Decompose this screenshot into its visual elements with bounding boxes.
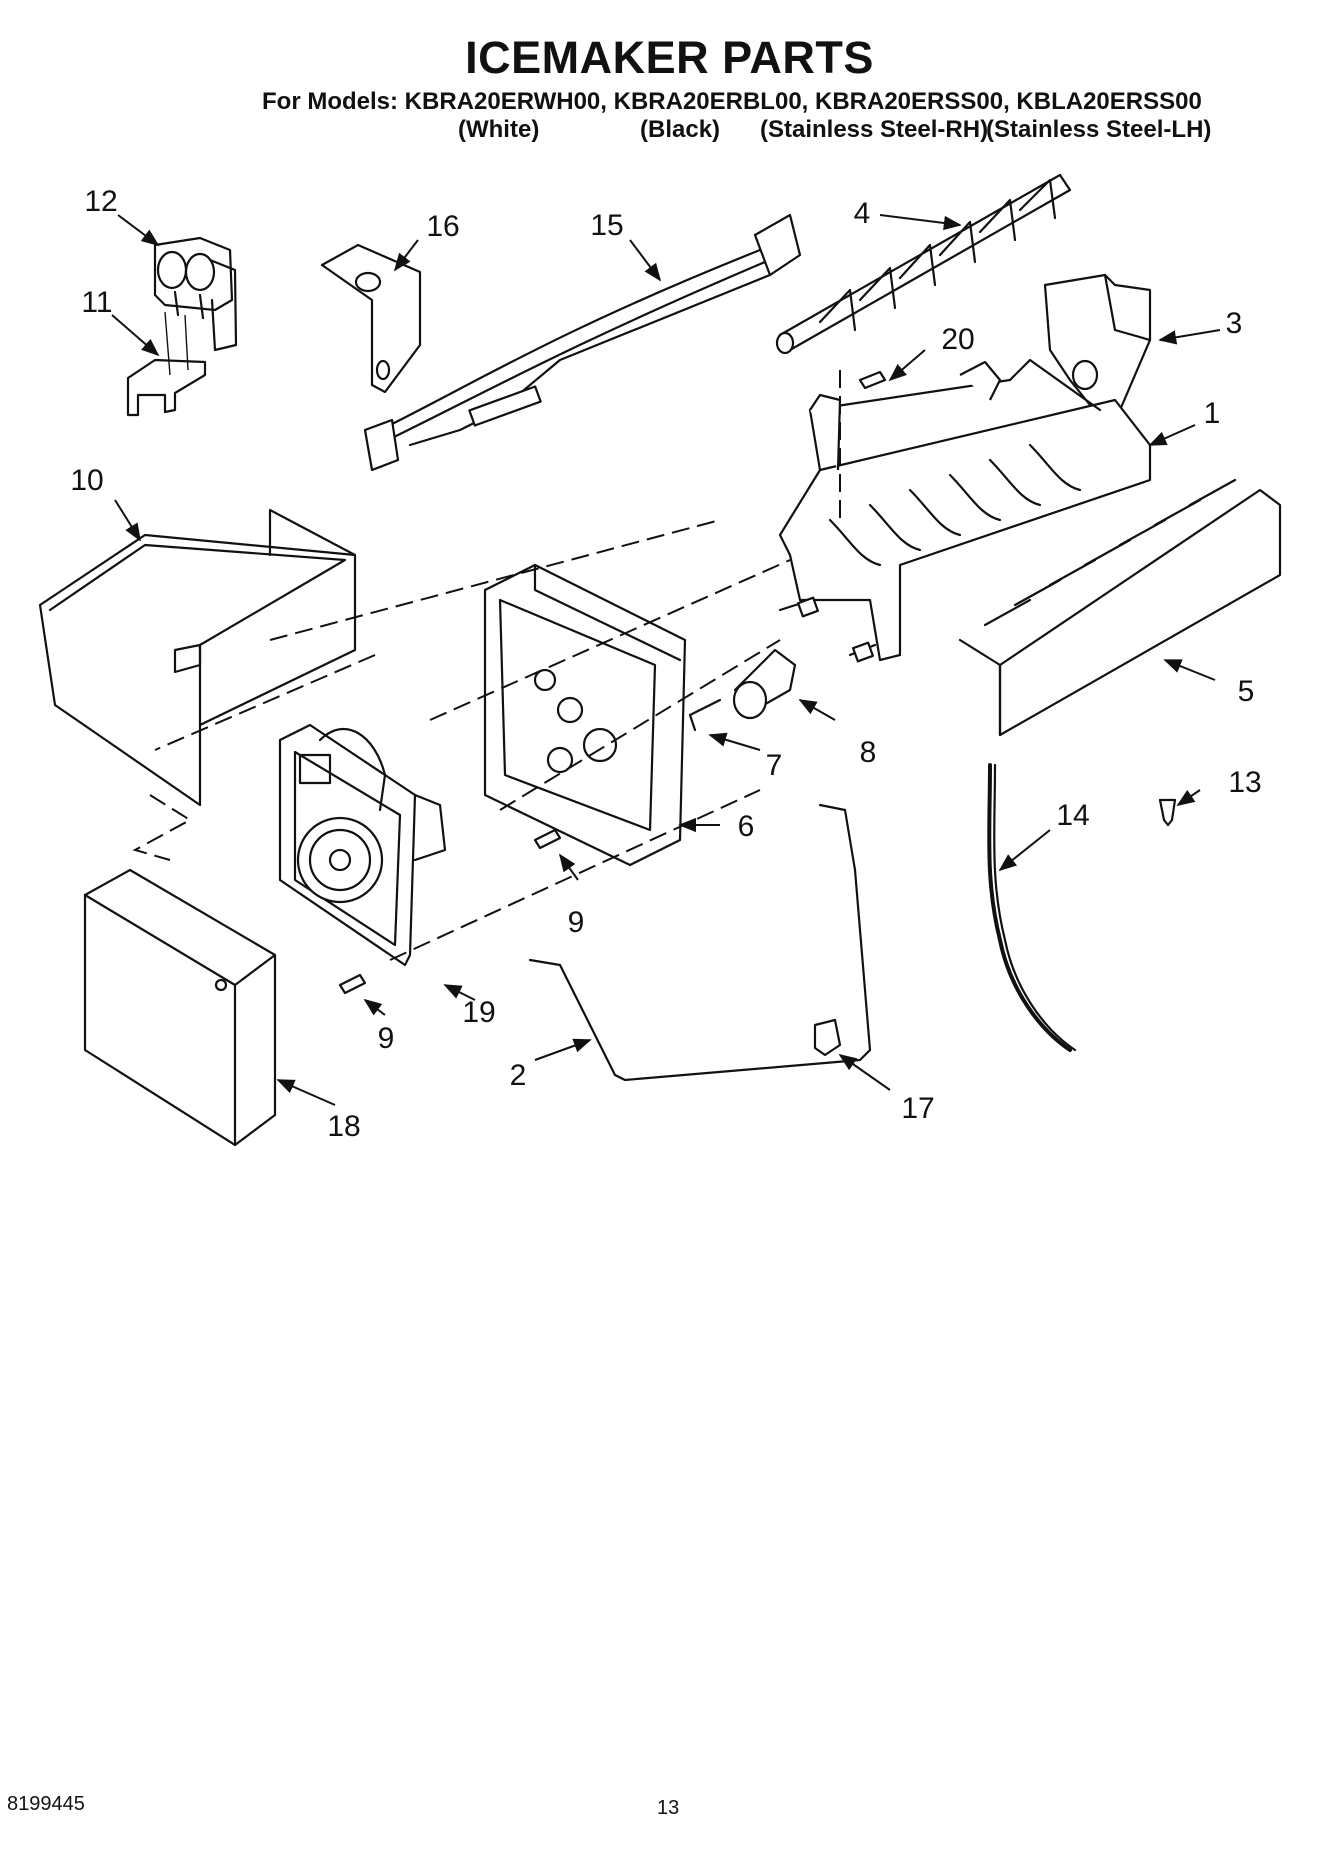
callout-20: 20 <box>941 323 975 356</box>
callout-4: 4 <box>853 197 871 230</box>
callout-11: 11 <box>81 286 113 319</box>
callout-5: 5 <box>1237 675 1255 708</box>
variant-stainless-lh: (Stainless Steel-LH) <box>986 116 1212 143</box>
callout-1: 1 <box>1203 397 1221 430</box>
fill-tube-part <box>987 763 1077 1052</box>
callout-17: 17 <box>901 1092 935 1125</box>
housing-part <box>483 563 687 867</box>
ice-bin-part <box>38 508 357 807</box>
ice-mold-part <box>778 358 1152 662</box>
callout-18: 18 <box>327 1110 361 1143</box>
callout-10: 10 <box>70 464 104 497</box>
variant-white: (White) <box>458 116 540 143</box>
callout-16: 16 <box>426 210 460 243</box>
callout-9-lower: 9 <box>377 1022 395 1055</box>
callout-9-upper: 9 <box>567 906 585 939</box>
leader-arrows <box>111 214 1221 1106</box>
doc-number: 8199445 <box>7 1793 85 1815</box>
callout-3: 3 <box>1225 307 1243 340</box>
shield-part <box>958 478 1282 737</box>
callout-14: 14 <box>1056 799 1090 832</box>
callout-6: 6 <box>737 810 755 843</box>
callout-8: 8 <box>859 736 877 769</box>
callout-19: 19 <box>462 996 496 1029</box>
wire-harness-part <box>363 213 802 472</box>
page-title: ICEMAKER PARTS <box>465 32 874 83</box>
callout-7: 7 <box>765 749 783 782</box>
callout-12: 12 <box>84 185 118 218</box>
motor-module-part <box>278 723 447 967</box>
thermostat-part <box>688 596 877 732</box>
assembly-guide-lines <box>132 370 841 961</box>
variant-stainless-rh: (Stainless Steel-RH) <box>760 116 989 143</box>
callout-15: 15 <box>590 209 624 242</box>
bracket-part <box>320 243 422 394</box>
ejector-part <box>775 173 1072 355</box>
models-line: For Models: KBRA20ERWH00, KBRA20ERBL00, … <box>262 88 1202 115</box>
callout-13: 13 <box>1228 766 1262 799</box>
small-hardware-parts <box>338 370 1177 1057</box>
front-cover-part <box>83 868 277 1147</box>
shutoff-arm-part <box>528 803 872 1082</box>
variant-black: (Black) <box>640 116 721 143</box>
stripper-cover-part <box>1043 273 1152 412</box>
page-number: 13 <box>657 1797 680 1819</box>
water-valve-part <box>126 236 238 417</box>
callout-2: 2 <box>509 1059 527 1092</box>
